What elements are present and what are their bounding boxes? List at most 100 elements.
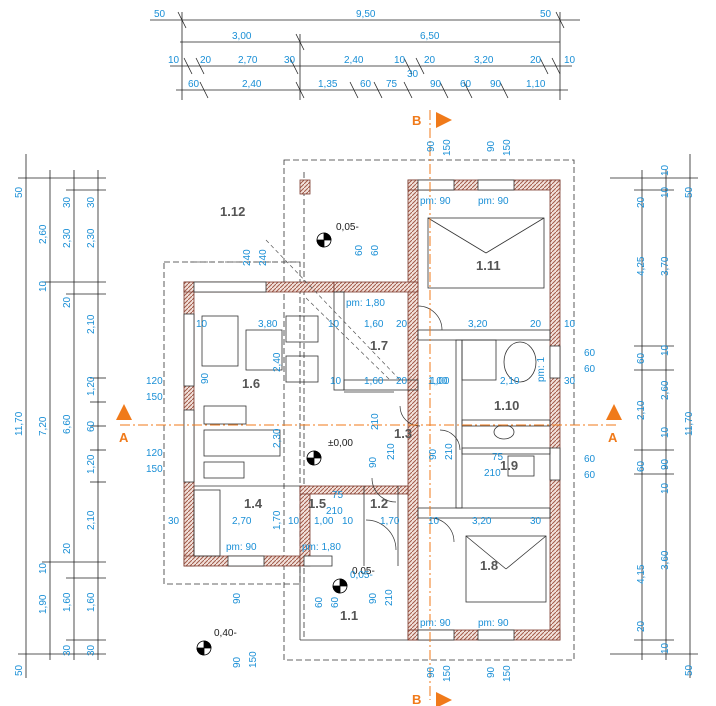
- dim-left-1-a: 50: [14, 186, 25, 198]
- dim-left-2-d: 10: [38, 562, 49, 574]
- room-label: 1.6: [242, 376, 260, 391]
- dim-top-4-h: 90: [490, 79, 502, 90]
- level-marker-icon: [196, 640, 212, 656]
- inner-dim: 1,00: [428, 376, 448, 387]
- dim-top-4-e: 75: [386, 79, 398, 90]
- dim-top-4-d: 60: [360, 79, 372, 90]
- inner-dim: 210: [386, 443, 397, 460]
- dim-top-3-b: 20: [200, 55, 212, 66]
- level-label: ±0,00: [328, 438, 353, 449]
- inner-dim: 150: [502, 665, 513, 682]
- inner-dim: 150: [442, 665, 453, 682]
- dim-top-3-f: 10: [394, 55, 406, 66]
- dim-right-3-d: 2,60: [660, 380, 671, 400]
- dim-right-3-f: 90: [660, 458, 671, 470]
- level-label: 0,40-: [214, 628, 237, 639]
- inner-dim: 210: [384, 589, 395, 606]
- dim-top-3-h: 3,20: [474, 55, 494, 66]
- inner-dim: 10: [330, 376, 342, 387]
- section-b-bottom-label: B: [412, 692, 421, 706]
- dim-left-3-f: 1,60: [62, 592, 73, 612]
- dim-top-3-e: 2,40: [344, 55, 364, 66]
- section-b-bottom-arrow: [436, 692, 452, 706]
- inner-dim: 120: [146, 376, 163, 387]
- dim-left-4-d: 1,20: [86, 376, 97, 396]
- dim-top-1-b: 9,50: [356, 9, 376, 20]
- dim-right-2-a: 20: [636, 196, 647, 208]
- room-label: 1.12: [220, 204, 245, 219]
- section-a-right-arrow: [606, 404, 622, 420]
- dim-left-3-d: 6,60: [62, 414, 73, 434]
- inner-dim: pm: 1,80: [302, 542, 341, 553]
- inner-dim: 60: [354, 244, 365, 256]
- inner-dim: 150: [248, 651, 259, 668]
- dim-left-4-h: 1,60: [86, 592, 97, 612]
- inner-dim: 210: [326, 506, 343, 517]
- door-swings: [365, 305, 461, 551]
- inner-dim: pm: 90: [420, 196, 451, 207]
- dim-top-4-g: 60: [460, 79, 472, 90]
- inner-dim: 150: [502, 139, 513, 156]
- inner-dim: 10: [196, 319, 208, 330]
- room-label: 1.7: [370, 338, 388, 353]
- inner-dim: 90: [486, 140, 497, 152]
- dim-right-2-d: 2,10: [636, 400, 647, 420]
- dim-left-1-b: 11,70: [14, 411, 25, 436]
- level-label: 0,05-: [352, 566, 375, 577]
- dim-top-1-c: 50: [540, 9, 552, 20]
- inner-dim: 210: [444, 443, 455, 460]
- section-axes: [120, 110, 618, 700]
- inner-dim: 150: [442, 139, 453, 156]
- inner-dim: 60: [330, 596, 341, 608]
- inner-dim: 1,00: [430, 376, 450, 387]
- inner-dim: 90: [426, 140, 437, 152]
- dim-left-4-c: 2,10: [86, 314, 97, 334]
- inner-dim: 90: [200, 372, 211, 384]
- room-label: 1.11: [476, 258, 501, 273]
- inner-dim: pm: 1: [536, 357, 547, 382]
- dim-right-2-e: 60: [636, 460, 647, 472]
- inner-dim: 20: [396, 319, 408, 330]
- inner-dim: pm: 90: [478, 196, 509, 207]
- inner-dim: 210: [370, 413, 381, 430]
- room-label: 1.10: [494, 398, 519, 413]
- inner-dim: 150: [146, 464, 163, 475]
- inner-dim: 10: [564, 319, 576, 330]
- top-dimension-labels: 50 9,50 50 3,00 6,50 10 20 2,70 30 2,40 …: [154, 9, 576, 90]
- inner-dim: 90: [426, 666, 437, 678]
- inner-dim: 90: [232, 592, 243, 604]
- section-b-top-label: B: [412, 113, 421, 128]
- windows: [183, 179, 561, 641]
- inner-dim: 60: [584, 454, 596, 465]
- room-label: 1.3: [394, 426, 412, 441]
- dim-left-1-c: 50: [14, 664, 25, 676]
- room-labels: 1.1 1.2 1.3 1.4 1.5 1.6 1.7 1.8 1.9 1.10…: [220, 204, 519, 623]
- inner-dim: 30: [168, 516, 180, 527]
- dim-top-2-b: 6,50: [420, 31, 440, 42]
- inner-dim: 3,20: [468, 319, 488, 330]
- inner-dim: 90: [232, 656, 243, 668]
- section-a-left-arrow: [116, 404, 132, 420]
- inner-dim: 1,70: [380, 516, 400, 527]
- inner-dim: 20: [530, 319, 542, 330]
- inner-dim: 1,00: [314, 516, 334, 527]
- dim-top-4-c: 1,35: [318, 79, 338, 90]
- inner-dim: 3,80: [258, 319, 278, 330]
- dim-right-2-c: 60: [636, 352, 647, 364]
- inner-dim: 2,10: [500, 376, 520, 387]
- dim-left-3-c: 20: [62, 296, 73, 308]
- dim-top-3-i: 20: [530, 55, 542, 66]
- inner-dim: 20: [396, 376, 408, 387]
- dim-right-2-b: 4,25: [636, 256, 647, 276]
- inner-dim: 90: [368, 592, 379, 604]
- dim-left-2-e: 1,90: [38, 594, 49, 614]
- inner-dim: 90: [428, 448, 439, 460]
- inner-dim: 75: [492, 452, 504, 463]
- dim-top-2-a: 3,00: [232, 31, 252, 42]
- dim-left-4-g: 2,10: [86, 510, 97, 530]
- inner-dim: 150: [146, 392, 163, 403]
- inner-dim: 60: [314, 596, 325, 608]
- dim-right-1-b: 50: [684, 186, 695, 198]
- inner-dim: pm: 90: [478, 618, 509, 629]
